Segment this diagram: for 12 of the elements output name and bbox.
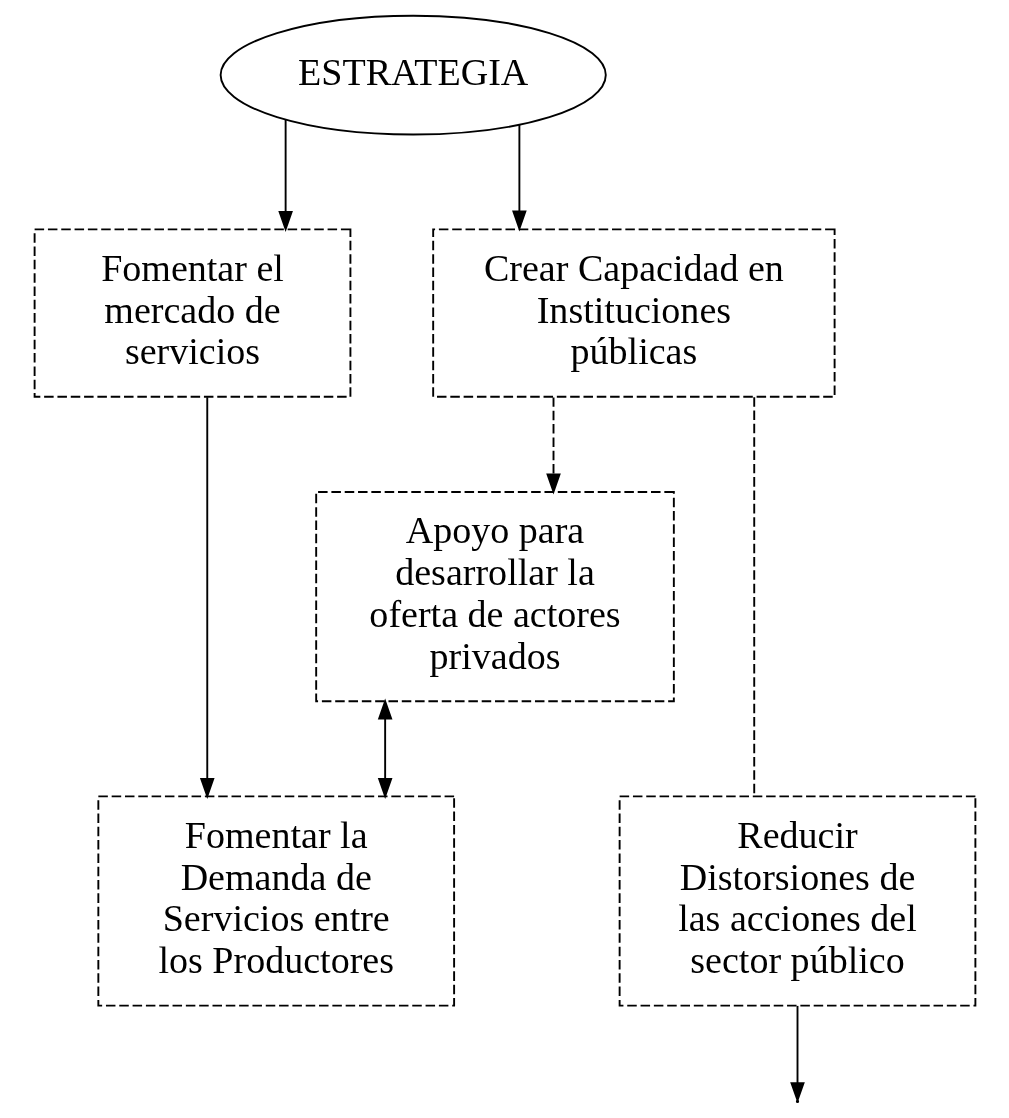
node-box: Reducir Distorsiones de las acciones del sector público xyxy=(618,795,976,1007)
arrow xyxy=(545,396,561,495)
node-box: Apoyo para desarrollar la oferta de actores privados xyxy=(314,491,675,703)
node-ellipse: ESTRATEGIA xyxy=(219,14,607,136)
arrow xyxy=(377,698,392,799)
arrow xyxy=(511,124,527,232)
node-box: Fomentar el mercado de servicios xyxy=(33,228,351,398)
arrow xyxy=(199,396,215,799)
arrow xyxy=(789,1004,805,1104)
arrow xyxy=(277,118,293,232)
node-box: Crear Capacidad en Instituciones públicas xyxy=(431,228,836,398)
node-box: Fomentar la Demanda de Servicios entre los Productores xyxy=(96,795,455,1007)
